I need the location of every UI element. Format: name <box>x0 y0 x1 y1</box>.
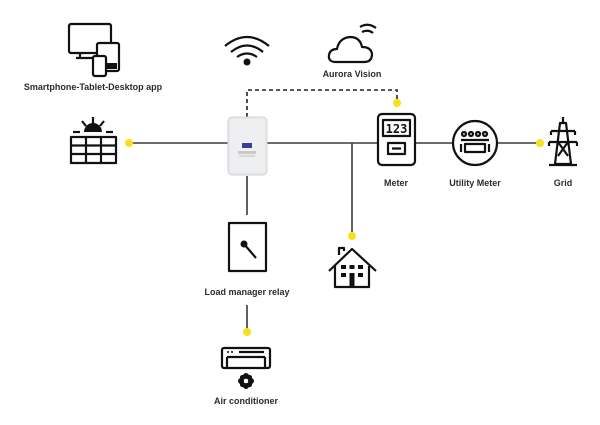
relay-label: Load manager relay <box>204 287 289 297</box>
inverter-icon <box>227 116 268 176</box>
connections <box>129 89 540 332</box>
solar-panel-icon <box>69 117 118 165</box>
utility-meter-icon <box>451 119 499 167</box>
connector-dot-meter-comm <box>393 99 401 107</box>
power-pylon-icon <box>547 117 579 167</box>
connector-dot-solar <box>125 139 133 147</box>
app-label: Smartphone-Tablet-Desktop app <box>24 82 163 92</box>
utility-meter-label: Utility Meter <box>449 178 501 188</box>
wifi-icon <box>224 35 270 66</box>
grid-label: Grid <box>554 178 573 188</box>
connector-dot-grid <box>536 139 544 147</box>
cloud-icon <box>327 23 377 64</box>
house-icon <box>328 246 377 289</box>
meter-display: 123 <box>386 122 408 136</box>
relay-switch-icon <box>227 221 268 273</box>
fan-icon <box>238 373 254 389</box>
connector-dots <box>125 99 544 336</box>
air-conditioner-label: Air conditioner <box>214 396 278 406</box>
connector-dot-ac <box>243 328 251 336</box>
meter-label: Meter <box>384 178 409 188</box>
devices-icon <box>67 22 121 78</box>
connector-dot-house <box>348 232 356 240</box>
air-conditioner-icon <box>220 346 272 370</box>
cloud-label: Aurora Vision <box>323 69 382 79</box>
line-communication-dashed <box>246 89 398 117</box>
meter-icon: 123 <box>376 112 417 167</box>
